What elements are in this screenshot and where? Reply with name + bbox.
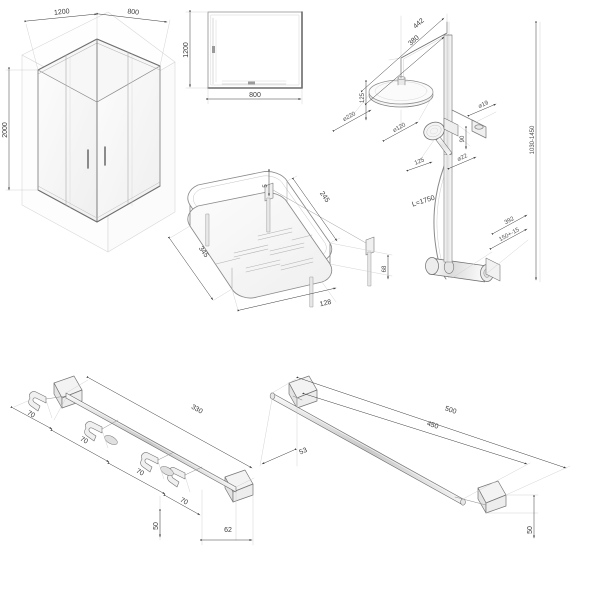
plan-outline: [207, 11, 303, 89]
dim-label: 800: [249, 92, 261, 99]
label-hose-length: L=1750: [411, 195, 436, 209]
hook-rail-extension-lines: [13, 379, 255, 546]
hooks: [28, 391, 203, 488]
dim-towelbar-53: 53: [261, 447, 308, 465]
dim-label: 2000: [2, 122, 9, 138]
dim-label: 125: [360, 92, 366, 103]
dim-label: 128: [319, 299, 332, 308]
view-towel-bar: 500 450 53 50: [259, 375, 571, 539]
dim-label: 70: [179, 497, 189, 507]
dim-column-d120: ⌀120: [382, 121, 419, 143]
view-hook-rail: 330 70 70 70 70 50 62: [10, 375, 255, 546]
dim-label: 50: [527, 526, 534, 534]
dim-enclosure-height-2000: 2000: [2, 67, 10, 191]
dim-label: 330: [190, 404, 204, 416]
view-shower-enclosure-isometric: 1200 800 2000: [2, 8, 176, 253]
dim-label: 50: [153, 522, 160, 530]
dim-label: 245: [318, 190, 330, 204]
dim-column-height-range: 1030-1450: [530, 21, 537, 281]
dim-label: ⌀19: [478, 100, 490, 110]
shower-arm: [400, 21, 450, 80]
dim-towelbar-450: 450: [302, 392, 528, 465]
dim-label: 442: [412, 17, 425, 30]
dim-enclosure-width-1200: 1200: [24, 8, 98, 23]
dim-column-d220: ⌀220: [332, 109, 372, 133]
dim-column-90: 90: [460, 126, 467, 150]
enclosure-frame: [37, 38, 161, 223]
dim-hookrail-70-3: 70: [107, 461, 166, 495]
dim-hookrail-70-4: 70: [163, 493, 201, 516]
view-shower-column: 442 380 125 ⌀220 ⌀120 ⌀19 90: [332, 13, 541, 283]
dim-hookrail-62: 62: [200, 527, 253, 541]
dim-label: ⌀220: [342, 111, 357, 123]
dim-label: 90: [460, 135, 466, 142]
dim-label: ⌀120: [392, 122, 407, 134]
dim-label: 450: [426, 420, 439, 430]
dim-column-d19: ⌀19: [467, 100, 497, 117]
extension-lines: [5, 11, 171, 191]
dim-hookrail-330: 330: [86, 375, 253, 469]
dim-enclosure-depth-800: 800: [96, 8, 168, 23]
dim-label: 380: [407, 34, 420, 47]
dim-basket-128: 128: [237, 287, 337, 312]
dim-label: 62: [224, 527, 232, 534]
dim-hookrail-70-2: 70: [50, 428, 110, 463]
basket-extension-lines: [169, 175, 393, 311]
dim-label: 70: [26, 410, 36, 420]
view-shower-enclosure-plan: 1200 800: [183, 10, 303, 105]
thermostatic-mixer: [425, 154, 494, 283]
dim-column-125-lower: 125: [406, 157, 433, 172]
rain-shower-head: [368, 76, 434, 108]
dim-label: 53: [298, 447, 308, 457]
dim-label: 392: [504, 216, 516, 226]
wall-mount-plates: [485, 257, 501, 282]
dim-label: 1030-1450: [530, 125, 536, 154]
dim-column-d22: ⌀22: [447, 153, 477, 170]
dim-label: 150+-15: [498, 227, 521, 243]
dim-plan-800: 800: [206, 92, 302, 100]
dim-label: 125: [414, 157, 426, 167]
dim-label: L=1750: [411, 195, 436, 209]
dim-label: 1200: [54, 8, 70, 17]
dim-label: 68: [382, 265, 388, 272]
dim-label: 800: [127, 8, 139, 16]
dim-towelbar-50: 50: [527, 495, 535, 539]
view-wire-shelf-basket: 245 345 128 5 68: [167, 169, 393, 312]
towel-bar-extension-lines: [259, 378, 571, 514]
dim-basket-68: 68: [382, 255, 389, 280]
hook-rail-bar: [65, 392, 237, 493]
dim-label: 500: [444, 405, 457, 415]
dim-label: ⌀22: [457, 153, 469, 163]
towel-bar-plates: [288, 375, 507, 514]
dim-label: 1200: [183, 42, 190, 58]
dim-label: 5: [263, 184, 269, 188]
dim-hookrail-70-1: 70: [10, 405, 53, 430]
dim-basket-5: 5: [263, 169, 270, 197]
dim-label: 70: [135, 468, 145, 478]
riser-pipe: [443, 34, 453, 156]
dim-hookrail-50: 50: [153, 509, 161, 538]
dim-label: 70: [79, 436, 89, 446]
dim-plan-1200: 1200: [183, 10, 191, 88]
